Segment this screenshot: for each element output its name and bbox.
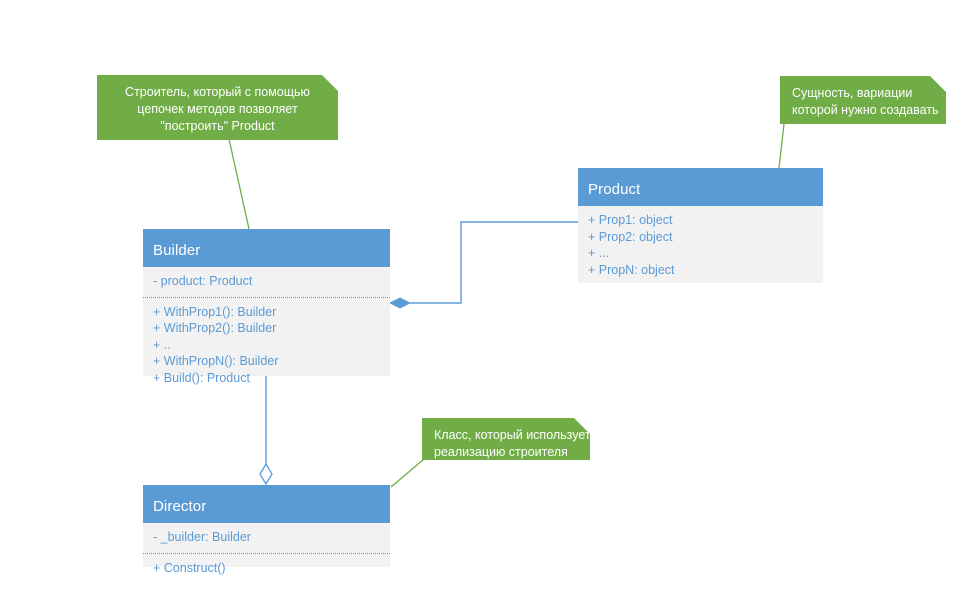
note-text-line: Строитель, который с помощью: [125, 85, 310, 99]
class-member: + WithPropN(): Builder: [153, 354, 279, 368]
class-member: + ..: [153, 337, 171, 352]
class-member: + PropN: object: [588, 262, 675, 277]
class-operations-builder: + WithProp1(): Builder + WithProp2(): Bu…: [143, 296, 390, 394]
class-title-director: Director: [143, 485, 390, 523]
edge-builder-product: [388, 221, 578, 309]
class-box-builder[interactable]: Builder - product: Product + WithProp1()…: [143, 229, 390, 385]
note-leader-builder: [228, 138, 250, 230]
class-member: - _builder: Builder: [153, 530, 251, 544]
class-member: + WithProp1(): Builder: [153, 304, 277, 319]
class-operations-director: + Construct(): [143, 552, 390, 584]
class-member: + Prop2: object: [588, 229, 673, 244]
class-attributes-product: + Prop1: object + Prop2: object + ... + …: [578, 206, 823, 285]
note-builder[interactable]: Строитель, который с помощью цепочек мет…: [97, 75, 338, 140]
class-member: - product: Product: [153, 274, 253, 288]
note-text-line: "построить" Product: [160, 119, 275, 133]
class-title-builder: Builder: [143, 229, 390, 267]
note-product[interactable]: Сущность, вариации которой нужно создава…: [780, 76, 946, 124]
class-member: + ...: [588, 246, 610, 260]
class-attributes-director: - _builder: Builder: [143, 523, 390, 553]
composition-diamond-icon: [388, 297, 412, 309]
class-title-product: Product: [578, 168, 823, 206]
note-text-line: реализацию строителя: [434, 445, 568, 459]
class-member: + Prop1: object: [588, 213, 673, 227]
class-member: + Construct(): [153, 560, 226, 575]
note-text-line: Сущность, вариации: [792, 86, 913, 100]
class-member: + Build(): Product: [153, 370, 250, 385]
note-text-line: которой нужно создавать: [792, 103, 939, 117]
class-member: + WithProp2(): Builder: [153, 321, 277, 335]
aggregation-diamond-icon: [259, 462, 273, 486]
class-attributes-builder: - product: Product: [143, 267, 390, 297]
note-leader-product: [778, 123, 785, 169]
class-box-director[interactable]: Director - _builder: Builder + Construct…: [143, 485, 390, 575]
note-text-line: цепочек методов позволяет: [137, 102, 298, 116]
note-leader-director: [390, 458, 425, 488]
note-text-line: Класс, который использует: [434, 428, 591, 442]
edge-builder-product-line: [410, 221, 578, 304]
class-box-product[interactable]: Product + Prop1: object + Prop2: object …: [578, 168, 823, 283]
note-director[interactable]: Класс, который использует реализацию стр…: [422, 418, 591, 460]
